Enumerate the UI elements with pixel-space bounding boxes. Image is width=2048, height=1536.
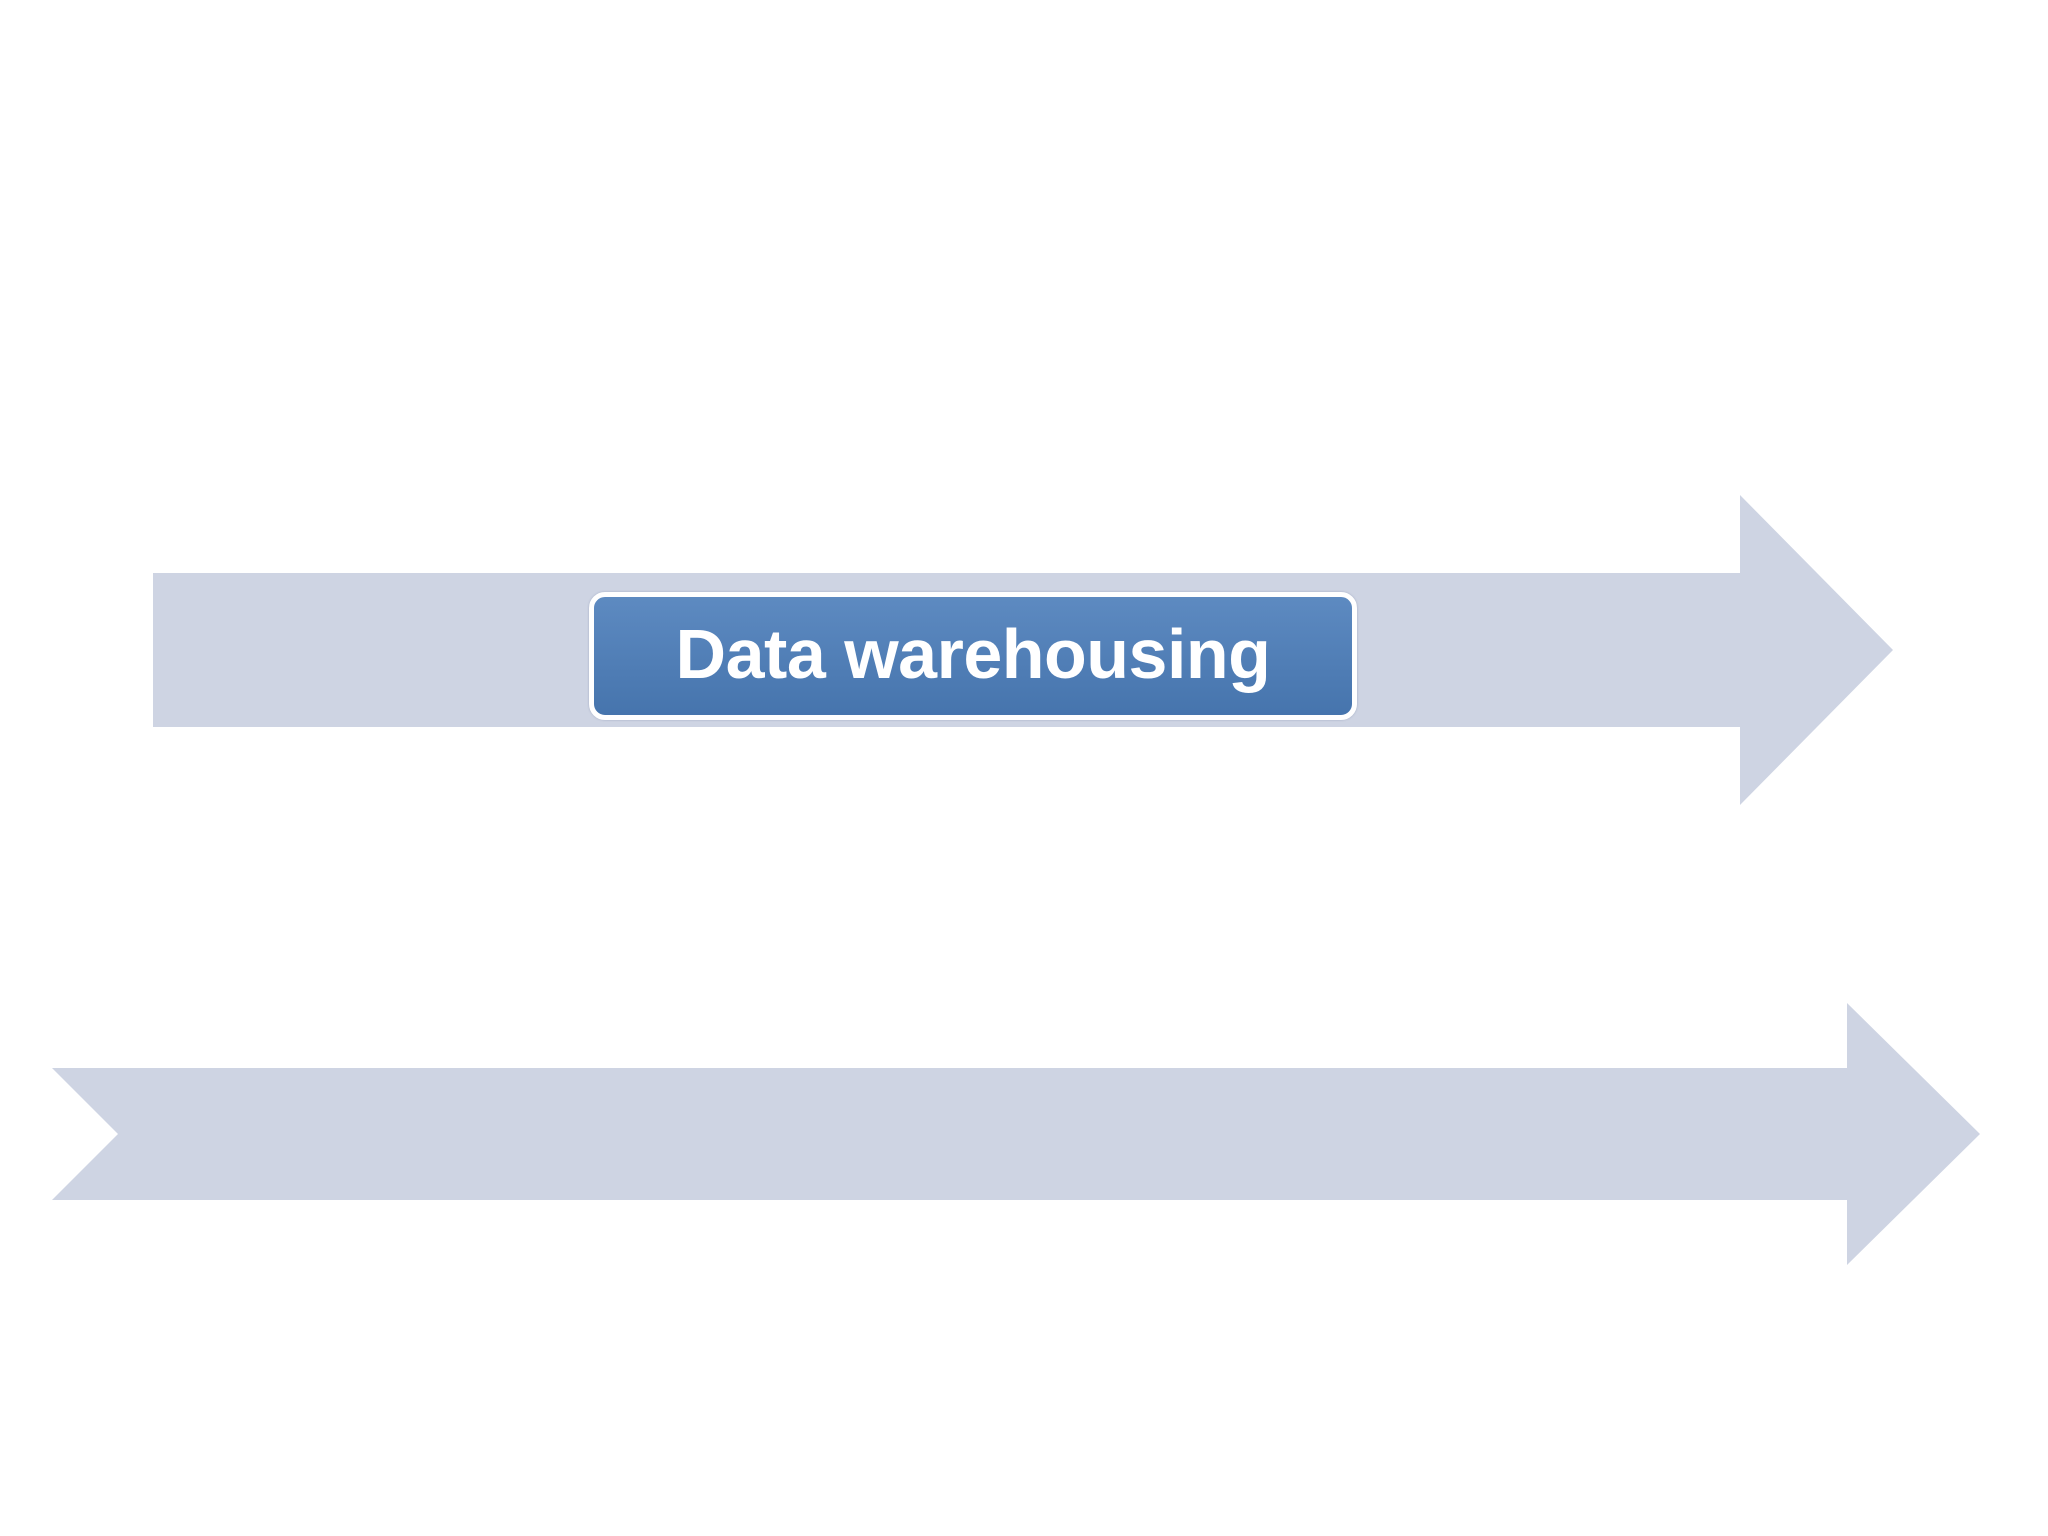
bottom-notched-right-arrow: [52, 1003, 1980, 1265]
data-warehousing-label-box: Data warehousing: [589, 592, 1357, 720]
data-warehousing-label-text: Data warehousing: [675, 615, 1271, 693]
